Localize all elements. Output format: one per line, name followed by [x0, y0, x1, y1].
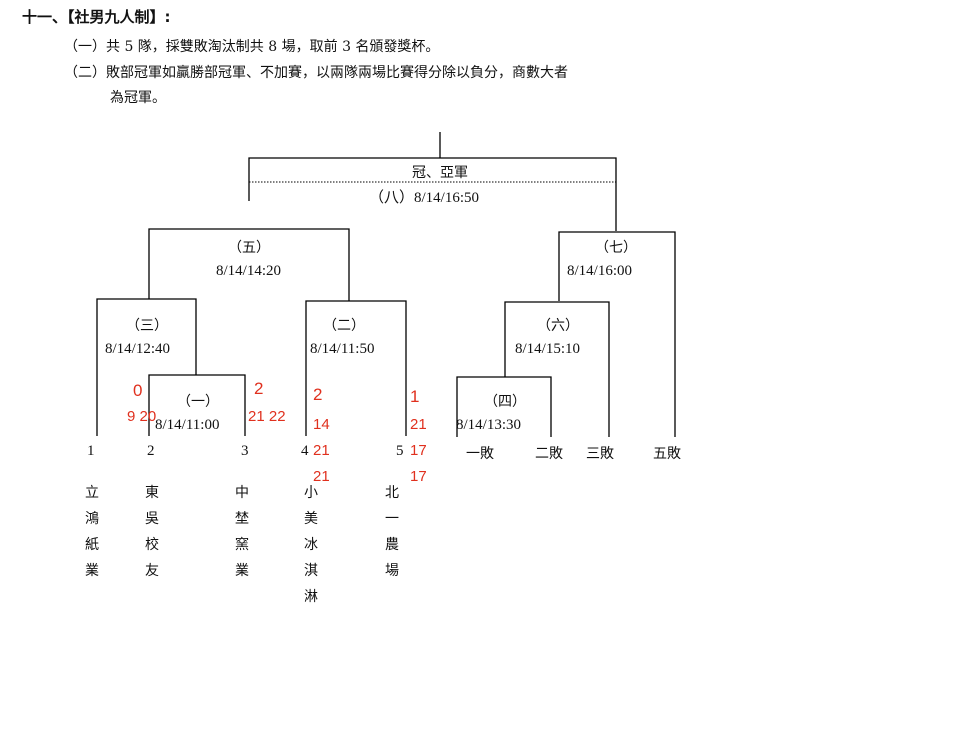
rule-1: （一）共 5 隊，採雙敗淘汰制共 8 場，取前 3 名頒發獎杯。	[64, 39, 440, 55]
seat-1: 1	[87, 443, 95, 459]
match-2-date: 8/14/11:50	[310, 341, 375, 357]
section-heading: 十一、【社男九人制】:	[22, 8, 171, 26]
match-1-label: （一）	[177, 394, 219, 410]
match-3-label: （三）	[126, 318, 168, 334]
match-2-left-set-1: 14	[313, 416, 330, 433]
match-2-left-set-3: 21	[313, 468, 330, 485]
match-2-right-set-2: 17	[410, 442, 427, 459]
seat-4: 4	[301, 443, 309, 459]
match-1-left-sets: 9 20	[127, 408, 157, 425]
slot-first-loss: 一敗	[466, 446, 494, 462]
rule-2: （二）敗部冠軍如贏勝部冠軍、不加賽，以兩隊兩場比賽得分除以負分，商數大者	[64, 65, 568, 81]
team-3-name: 中埜窯業	[235, 485, 249, 579]
match-5-date: 8/14/14:20	[216, 263, 282, 279]
rule-2-continued: 為冠軍。	[110, 90, 166, 106]
match-1-right-total: 2	[254, 379, 264, 398]
team-4-name: 小美冰淇淋	[304, 485, 318, 605]
match-2-right-set-3: 17	[410, 468, 427, 485]
match-3-date: 8/14/12:40	[105, 341, 171, 357]
slot-third-loss: 三敗	[586, 446, 614, 462]
match-5-label: （五）	[228, 240, 270, 256]
final-label: （八）8/14/16:50	[369, 190, 480, 206]
match-6-date: 8/14/15:10	[515, 341, 581, 357]
match-2-left-total: 2	[313, 385, 323, 404]
team-5-name: 北一農場	[385, 485, 399, 579]
seat-2: 2	[147, 443, 155, 459]
match-7-label: （七）	[595, 240, 637, 256]
match-7-date: 8/14/16:00	[567, 263, 633, 279]
match-2-left-set-2: 21	[313, 442, 330, 459]
team-1-name: 立鴻紙業	[85, 485, 99, 579]
match-2-right-set-1: 21	[410, 416, 427, 433]
slot-second-loss: 二敗	[535, 446, 563, 462]
match-6-label: （六）	[537, 318, 579, 334]
slot-fifth-loss: 五敗	[653, 446, 681, 462]
match-1-left-total: 0	[133, 381, 143, 400]
match-2-right-total: 1	[410, 387, 420, 406]
seat-3: 3	[241, 443, 249, 459]
match-4-date: 8/14/13:30	[456, 417, 522, 433]
seat-5: 5	[396, 443, 404, 459]
match-1-right-sets: 21 22	[248, 408, 286, 425]
match-1-date: 8/14/11:00	[155, 417, 220, 433]
match-2-label: （二）	[323, 318, 365, 334]
team-2-name: 東吳校友	[145, 485, 159, 579]
final-title: 冠、亞軍	[412, 165, 468, 181]
match-4-label: （四）	[484, 394, 526, 410]
